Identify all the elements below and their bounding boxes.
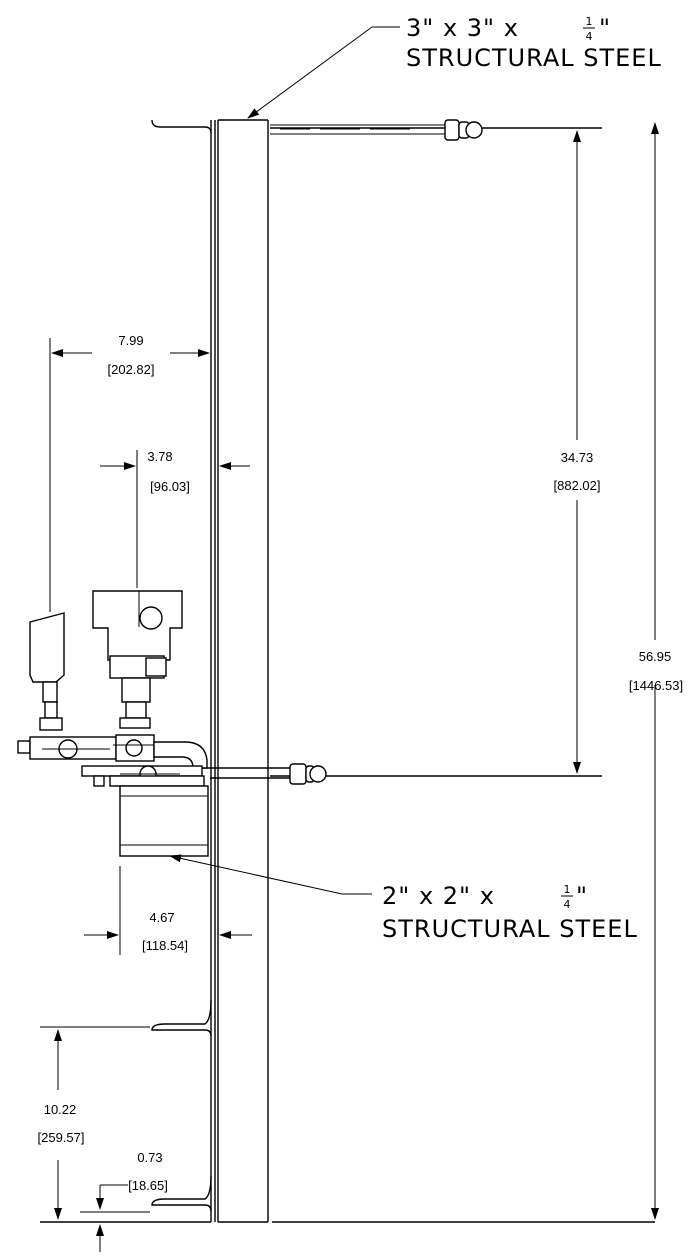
bottom-callout-label: STRUCTURAL STEEL	[382, 915, 638, 943]
dim-0-73-in: 0.73	[137, 1150, 162, 1165]
dim-10-22-in: 10.22	[44, 1102, 77, 1117]
dim-56-95-mm: [1446.53]	[629, 678, 683, 693]
mid-pipe	[190, 763, 602, 785]
dim-34-73-mm: [882.02]	[554, 478, 601, 493]
bottom-frac-num: 1	[564, 883, 571, 896]
dimension-4-67: 4.67 [118.54]	[84, 866, 252, 955]
top-flange	[151, 119, 602, 134]
pressure-gauge	[29, 612, 65, 731]
top-frac-num: 1	[586, 15, 593, 28]
dimension-7-99: 7.99 [202.82]	[49, 333, 210, 612]
bottom-callout-quote: "	[576, 882, 588, 910]
top-callout-leader	[247, 26, 400, 119]
bottom-frac-den: 4	[564, 898, 571, 911]
bottom-callout-leader	[169, 854, 372, 895]
dim-0-73-mm: [18.65]	[128, 1178, 168, 1193]
top-frac-den: 4	[586, 30, 593, 43]
dim-7-99-mm: [202.82]	[108, 362, 155, 377]
top-callout-label: STRUCTURAL STEEL	[406, 44, 662, 72]
dim-34-73-in: 34.73	[561, 450, 594, 465]
main-column	[210, 119, 269, 1223]
top-callout-quote: "	[599, 14, 611, 42]
dim-56-95-in: 56.95	[639, 649, 672, 664]
dimension-56-95: 56.95 [1446.53]	[629, 122, 683, 1220]
dimension-34-73: 34.73 [882.02]	[554, 130, 601, 774]
manifold	[17, 734, 208, 787]
dimension-10-22: 10.22 [259.57]	[38, 1029, 85, 1220]
dim-3-78-mm: [96.03]	[150, 479, 190, 494]
top-callout: 3" x 3" x 1 4 " STRUCTURAL STEEL	[406, 14, 662, 72]
bottom-callout-size: 2" x 2" x	[382, 882, 495, 910]
dim-7-99-in: 7.99	[118, 333, 143, 348]
bottom-callout: 2" x 2" x 1 4 " STRUCTURAL STEEL	[382, 882, 638, 943]
angle-bracket	[119, 785, 209, 857]
dim-3-78-in: 3.78	[147, 449, 172, 464]
top-bolt	[270, 119, 483, 141]
dimension-3-78: 3.78 [96.03]	[100, 449, 250, 588]
dim-10-22-mm: [259.57]	[38, 1130, 85, 1145]
dimension-0-73: 0.73 [18.65]	[96, 1150, 168, 1252]
lower-brackets	[40, 999, 655, 1223]
transmitter	[92, 590, 183, 729]
dim-4-67-mm: [118.54]	[142, 938, 188, 953]
dim-4-67-in: 4.67	[149, 910, 174, 925]
top-callout-size: 3" x 3" x	[406, 14, 519, 42]
